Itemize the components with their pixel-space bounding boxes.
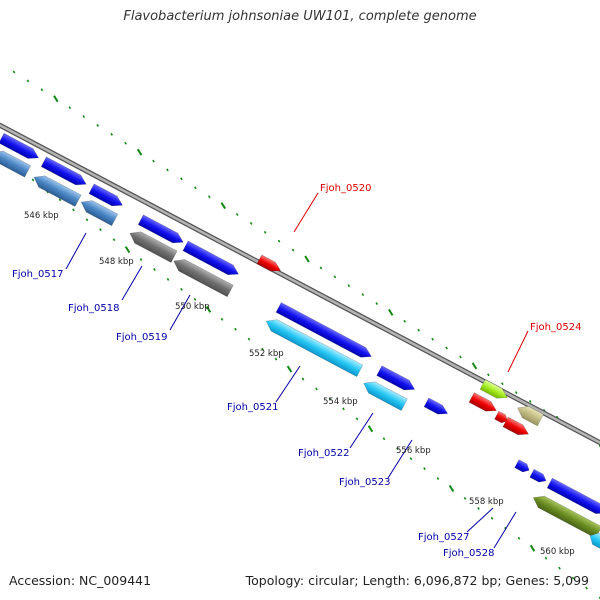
gene-label-fjoh-0523[interactable]: Fjoh_0523 [339, 477, 390, 488]
leader-fjoh-0518 [121, 265, 143, 301]
gene-steel-a[interactable] [0, 147, 32, 178]
gene-cyan-0522[interactable] [361, 377, 408, 411]
gene-red-a[interactable] [468, 392, 499, 416]
leader-fjoh-0524 [507, 330, 529, 373]
leader-fjoh-0521 [275, 365, 301, 403]
gene-blue-h[interactable] [514, 459, 532, 475]
accession-text: Accession: NC_009441 [9, 573, 152, 588]
gene-blue-g[interactable] [376, 365, 417, 394]
gene-blue-a[interactable] [0, 132, 41, 162]
gene-red-c[interactable] [502, 416, 531, 439]
tick-label-548kbp: 548 kbp [99, 257, 134, 267]
leader-fjoh-0519 [169, 294, 191, 331]
tick-label-546kbp: 546 kbp [24, 211, 59, 221]
tick-label-552kbp: 552 kbp [249, 349, 284, 359]
gene-cyan-0521[interactable] [263, 315, 364, 378]
gene-label-fjoh-0524[interactable]: Fjoh_0524 [530, 322, 581, 333]
tick-label-558kbp: 558 kbp [469, 497, 504, 507]
gene-label-fjoh-0520[interactable]: Fjoh_0520 [320, 183, 371, 194]
gene-gray-b[interactable] [171, 255, 234, 298]
gene-label-fjoh-0527[interactable]: Fjoh_0527 [418, 532, 469, 543]
leader-fjoh-0517 [65, 232, 87, 270]
gene-label-fjoh-0522[interactable]: Fjoh_0522 [298, 448, 349, 459]
leader-fjoh-0528 [493, 511, 517, 549]
tick-label-554kbp: 554 kbp [323, 397, 358, 407]
leader-fjoh-0522 [349, 412, 374, 449]
leader-fjoh-0520 [293, 192, 319, 233]
genome-summary-text: Topology: circular; Length: 6,096,872 bp… [245, 573, 589, 588]
gene-lime-0524[interactable] [479, 379, 510, 403]
gene-label-fjoh-0528[interactable]: Fjoh_0528 [443, 548, 494, 559]
gene-blue-b[interactable] [40, 156, 89, 189]
gene-blue-f[interactable] [275, 302, 374, 361]
gene-red-0520[interactable] [256, 254, 283, 275]
leader-fjoh-0523 [387, 439, 413, 479]
gene-label-fjoh-0521[interactable]: Fjoh_0521 [227, 402, 278, 413]
tick-label-560kbp: 560 kbp [540, 547, 575, 557]
tick-label-556kbp: 556 kbp [396, 446, 431, 456]
gene-red-b[interactable] [494, 410, 510, 425]
gene-blue-c[interactable] [88, 183, 125, 210]
gene-khaki-a[interactable] [514, 402, 544, 427]
gene-label-fjoh-0519[interactable]: Fjoh_0519 [116, 332, 167, 343]
gene-gray-a[interactable] [127, 228, 178, 263]
gene-blue-i[interactable] [529, 468, 548, 484]
genome-backbone-highlight [0, 123, 600, 445]
leader-fjoh-0527 [466, 507, 494, 533]
gene-blue-j[interactable] [546, 477, 600, 518]
gene-blue-e[interactable] [182, 240, 241, 279]
gene-olive-a[interactable] [530, 492, 600, 539]
gene-blue-d[interactable] [137, 214, 186, 247]
gene-label-fjoh-0518[interactable]: Fjoh_0518 [68, 303, 119, 314]
gene-blue-0523[interactable] [423, 397, 450, 418]
map-title: Flavobacterium johnsoniae UW101, complet… [123, 9, 477, 24]
gene-label-fjoh-0517[interactable]: Fjoh_0517 [12, 269, 63, 280]
tick-label-550kbp: 550 kbp [175, 302, 210, 312]
gene-steel-c[interactable] [78, 196, 119, 227]
gene-steel-b[interactable] [31, 172, 82, 207]
